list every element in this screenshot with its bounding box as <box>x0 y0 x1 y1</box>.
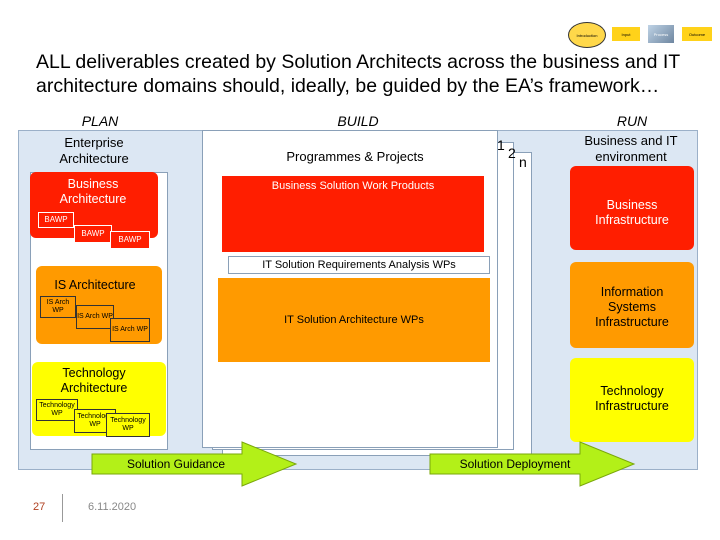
slide-date: 6.11.2020 <box>88 501 137 513</box>
project-stack-label-n: n <box>519 154 527 170</box>
build-header: Programmes & Projects <box>286 148 424 164</box>
technology-infrastructure-label: Technology Infrastructure <box>595 384 669 413</box>
is-arch-wp-card-1: IS Arch WP <box>40 296 76 318</box>
technology-wp-card-1: Technology WP <box>36 399 78 421</box>
process-chain-step-introduction: Introduction <box>568 22 606 48</box>
it-solution-architecture-wps: IT Solution Architecture WPs <box>218 278 490 362</box>
column-heading-build: BUILD <box>337 113 379 129</box>
it-solution-requirements-analysis-wps: IT Solution Requirements Analysis WPs <box>228 256 490 274</box>
is-arch-wp-card-2: IS Arch WP <box>76 305 114 329</box>
business-infrastructure-label: Business Infrastructure <box>595 198 669 227</box>
solution-deployment-arrow <box>429 441 636 487</box>
bawp-card-2: BAWP <box>74 225 112 243</box>
bawp-card-3: BAWP <box>110 231 150 249</box>
process-chain-step-outcome: Outcome <box>682 27 712 41</box>
column-heading-plan: PLAN <box>81 113 119 129</box>
solution-guidance-arrow-shape <box>91 441 298 487</box>
solution-deployment-label: Solution Deployment <box>459 457 571 471</box>
page-number: 27 <box>33 501 46 513</box>
solution-deployment-arrow-shape <box>429 441 636 487</box>
run-header: Business and IT environment <box>584 133 678 164</box>
technology-architecture-label: Technology Architecture <box>60 366 128 395</box>
process-chain-step-process: Process <box>648 25 674 43</box>
information-systems-infrastructure-label: Information Systems Infrastructure <box>595 284 669 329</box>
process-chain-step-input: Input <box>612 27 640 41</box>
column-heading-run: RUN <box>616 113 648 129</box>
business-architecture-label: Business Architecture <box>59 177 127 206</box>
solution-guidance-arrow <box>91 441 298 487</box>
business-solution-work-products: Business Solution Work Products <box>222 176 484 252</box>
business-infrastructure-box: Business Infrastructure <box>570 166 694 250</box>
is-architecture-label: IS Architecture <box>54 277 136 292</box>
business-architecture-box: Business Architecture <box>30 172 158 238</box>
technology-infrastructure-box: Technology Infrastructure <box>570 358 694 442</box>
solution-guidance-label: Solution Guidance <box>126 457 226 471</box>
project-stack-label-1: 1 <box>497 137 505 153</box>
bawp-card-1: BAWP <box>38 212 74 228</box>
plan-header: Enterprise Architecture <box>59 135 129 166</box>
footer-divider <box>62 494 63 522</box>
slide-title: ALL deliverables created by Solution Arc… <box>36 51 680 97</box>
is-arch-wp-card-3: IS Arch WP <box>110 318 150 342</box>
process-chain: Introduction Input Process Outcome <box>566 20 716 48</box>
project-stack-label-2: 2 <box>508 145 516 161</box>
information-systems-infrastructure-box: Information Systems Infrastructure <box>570 262 694 348</box>
technology-wp-card-3: Technology WP <box>106 413 150 437</box>
